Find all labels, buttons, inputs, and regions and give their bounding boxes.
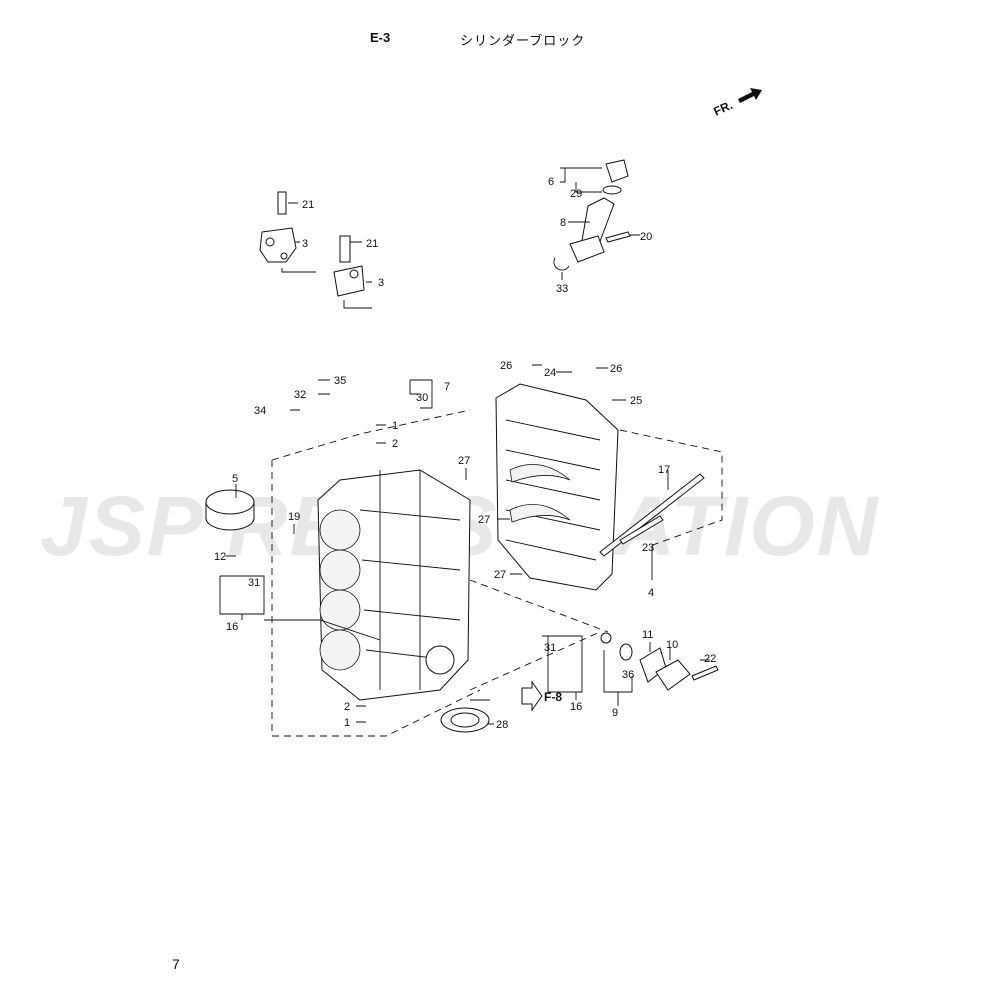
callout-label: 2 bbox=[392, 438, 398, 450]
reference-label: F-8 bbox=[544, 690, 562, 704]
callout-label: 28 bbox=[496, 719, 508, 731]
callout-label: 4 bbox=[648, 587, 654, 599]
callout-label: 16 bbox=[570, 701, 582, 713]
callout-label: 33 bbox=[556, 283, 568, 295]
callout-label: 20 bbox=[640, 231, 652, 243]
callout-label: 1 bbox=[392, 420, 398, 432]
callout-label: 12 bbox=[214, 551, 226, 563]
callout-label: 9 bbox=[612, 707, 618, 719]
assembly-outline-crankcase bbox=[619, 429, 723, 547]
callout-label: 3 bbox=[302, 238, 308, 250]
short-bolt bbox=[619, 515, 664, 545]
callout-label: 2 bbox=[344, 701, 350, 713]
bracket-group-upper bbox=[259, 191, 372, 309]
callout-labels: 21 3 21 3 6 29 8 20 33 35 32 34 7 30 1 2… bbox=[214, 176, 716, 731]
callout-label: 34 bbox=[254, 405, 266, 417]
callout-label: 6 bbox=[548, 176, 554, 188]
callout-label: 11 bbox=[642, 629, 653, 641]
assembly-outline-lower bbox=[469, 631, 601, 691]
leader-lines bbox=[219, 364, 710, 725]
stud-bolt bbox=[599, 473, 705, 557]
callout-label: 17 bbox=[658, 464, 670, 476]
callout-label: 21 bbox=[366, 238, 378, 250]
assembly-outline-top bbox=[271, 409, 471, 461]
right-bracket-group bbox=[600, 632, 719, 691]
callout-label: 25 bbox=[630, 395, 642, 407]
callout-label: 27 bbox=[494, 569, 506, 581]
callout-label: 30 bbox=[416, 392, 428, 404]
callout-label: 10 bbox=[666, 639, 678, 651]
oil-filler-group bbox=[553, 159, 640, 280]
cylinder-block bbox=[317, 469, 471, 701]
callout-label: 26 bbox=[500, 360, 512, 372]
callout-label: 35 bbox=[334, 375, 346, 387]
callout-label: 26 bbox=[610, 363, 622, 375]
callout-label: 32 bbox=[294, 389, 306, 401]
callout-label: 5 bbox=[232, 473, 238, 485]
front-direction-label: FR. bbox=[711, 98, 734, 119]
callout-label: 27 bbox=[458, 455, 470, 467]
reference-arrow: F-8 bbox=[521, 680, 562, 712]
assembly-outline-block bbox=[271, 460, 481, 737]
callout-label: 19 bbox=[288, 511, 300, 523]
callout-label: 36 bbox=[622, 669, 634, 681]
callout-label: 8 bbox=[560, 217, 566, 229]
section-code: E-3 bbox=[370, 30, 391, 45]
callout-label: 27 bbox=[478, 514, 490, 526]
oil-filter bbox=[205, 489, 255, 531]
callout-label: 22 bbox=[704, 653, 716, 665]
callout-label: 7 bbox=[444, 381, 450, 393]
page-number: 7 bbox=[172, 956, 180, 972]
callout-label: 23 bbox=[642, 542, 654, 554]
callout-label: 31 bbox=[248, 577, 260, 589]
callout-label: 24 bbox=[544, 367, 556, 379]
oil-seal bbox=[440, 707, 490, 733]
callout-label: 16 bbox=[226, 621, 238, 633]
assembly-outline-mid bbox=[469, 579, 609, 633]
callout-label: 21 bbox=[302, 199, 314, 211]
crankcase bbox=[495, 383, 619, 591]
callout-label: 3 bbox=[378, 277, 384, 289]
front-direction-arrow-icon: FR. bbox=[711, 88, 762, 119]
callout-label: 29 bbox=[570, 188, 582, 200]
callout-label: 31 bbox=[544, 642, 556, 654]
callout-label: 1 bbox=[344, 717, 350, 729]
section-title: シリンダーブロック bbox=[460, 34, 586, 49]
